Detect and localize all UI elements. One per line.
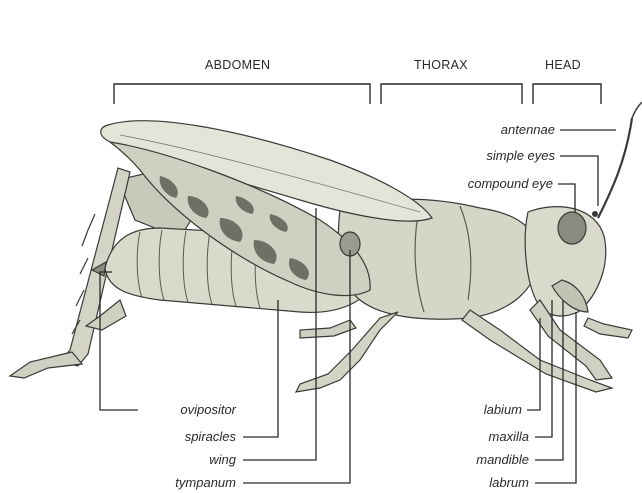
label-tympanum: tympanum [120, 475, 236, 490]
antenna [598, 118, 632, 218]
label-labium: labium [420, 402, 522, 417]
label-spiracles: spiracles [120, 429, 236, 444]
leader-spiracles [243, 300, 278, 437]
label-wing: wing [120, 452, 236, 467]
head-bracket [533, 84, 601, 104]
region-abdomen-label: ABDOMEN [205, 58, 270, 72]
region-head-label: HEAD [545, 58, 581, 72]
compound-eye-shape [558, 212, 586, 244]
leader-simple-eyes [560, 156, 598, 206]
label-labrum: labrum [420, 475, 529, 490]
region-thorax-label: THORAX [414, 58, 468, 72]
abdomen-bracket [114, 84, 370, 104]
label-mandible: mandible [420, 452, 529, 467]
label-compound-eye: compound eye [410, 176, 553, 191]
label-antennae: antennae [440, 122, 555, 137]
grasshopper-illustration [10, 102, 642, 392]
label-maxilla: maxilla [420, 429, 529, 444]
thorax-bracket [381, 84, 522, 104]
label-simple-eyes: simple eyes [420, 148, 555, 163]
label-ovipositor: ovipositor [120, 402, 236, 417]
